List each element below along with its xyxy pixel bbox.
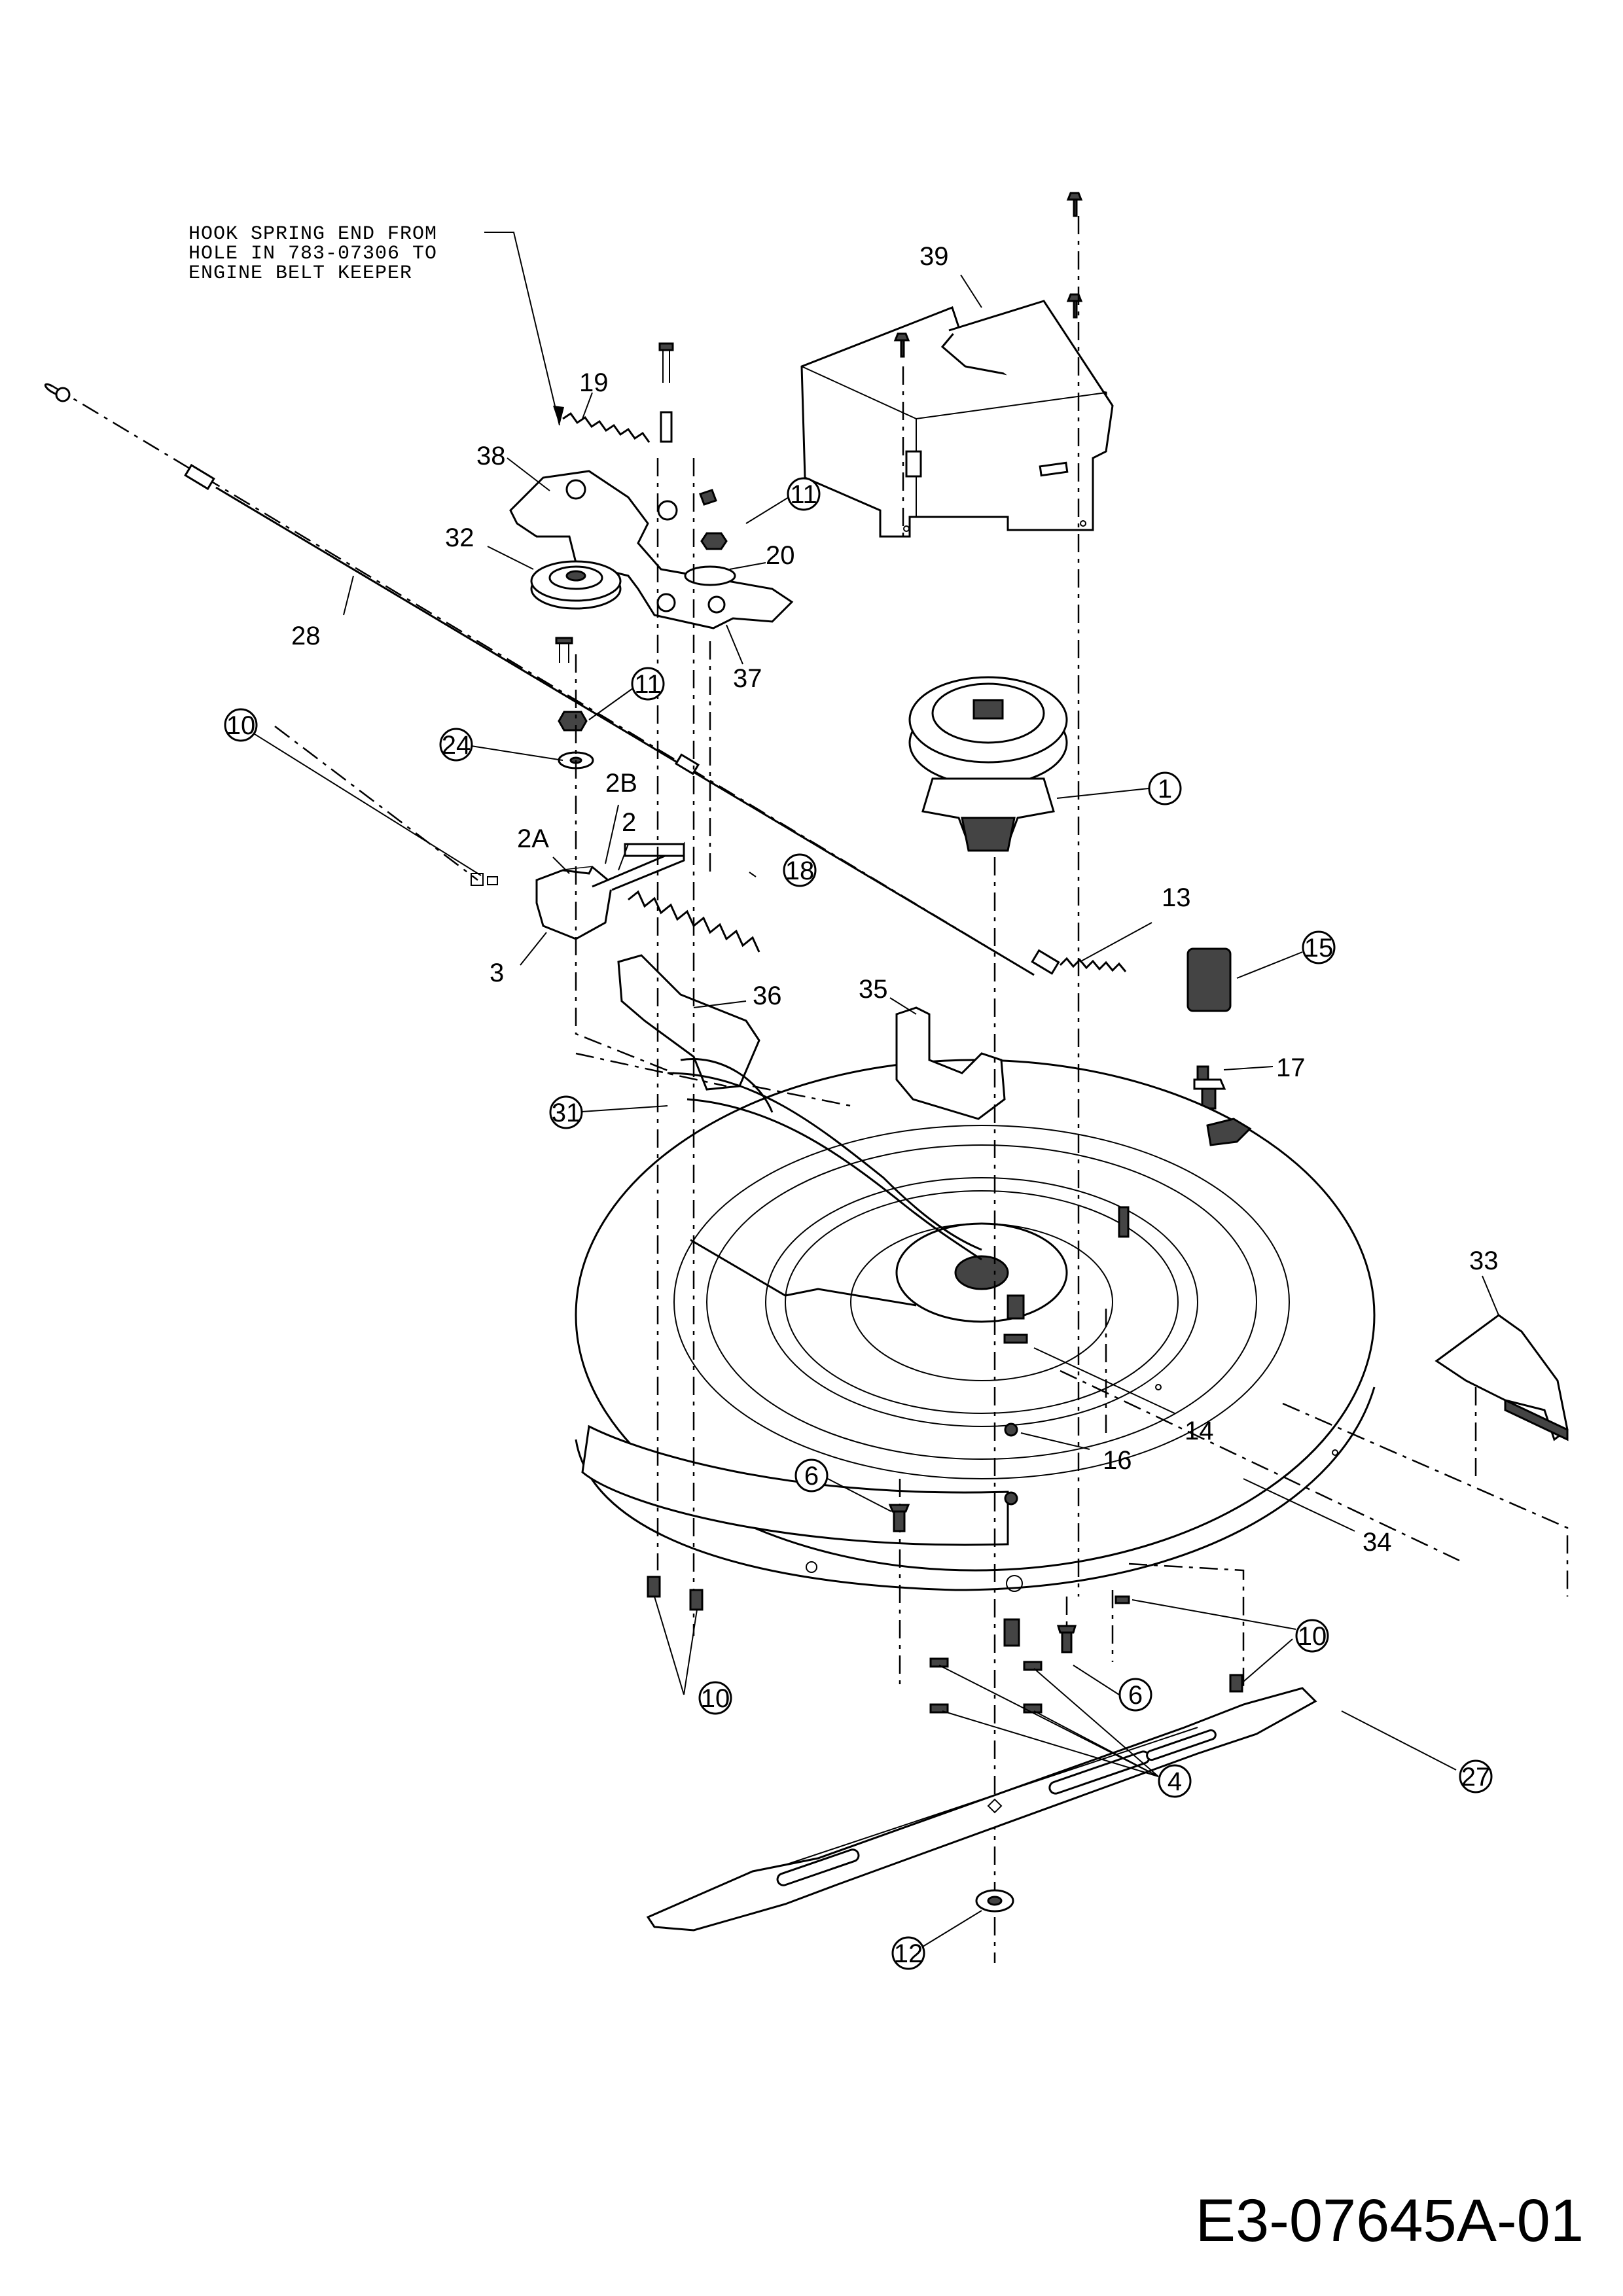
spindle-assembly bbox=[908, 676, 1068, 852]
callout-36: 36 bbox=[753, 981, 782, 1010]
callout-18: 18 bbox=[785, 857, 815, 885]
callout-circle-31 bbox=[549, 1095, 583, 1129]
callout-circle-6b bbox=[1118, 1678, 1152, 1712]
callout-circle-11b bbox=[631, 667, 665, 701]
callout-28: 28 bbox=[291, 622, 321, 650]
callout-circle-12 bbox=[891, 1936, 925, 1970]
note-arrowhead bbox=[553, 406, 564, 425]
callout-27: 27 bbox=[1461, 1763, 1491, 1792]
callout-14: 14 bbox=[1185, 1417, 1214, 1445]
note-leader-line bbox=[484, 232, 560, 426]
grease-fitting-parts bbox=[1186, 947, 1232, 1110]
callout-10c: 10 bbox=[701, 1684, 730, 1713]
callout-24: 24 bbox=[442, 731, 471, 760]
lower-hardware bbox=[647, 1504, 1243, 1714]
callout-16: 16 bbox=[1103, 1446, 1132, 1475]
callout-20: 20 bbox=[766, 541, 795, 570]
callout-4: 4 bbox=[1168, 1767, 1182, 1796]
engagement-bracket bbox=[274, 726, 760, 953]
belt-cover bbox=[800, 300, 1114, 538]
callouts: 39 19 38 11 20 32 37 28 11 10 24 2B 2 2A… bbox=[224, 242, 1499, 1970]
callout-6a: 6 bbox=[804, 1462, 819, 1491]
callout-15: 15 bbox=[1304, 934, 1334, 963]
callout-12: 12 bbox=[894, 1939, 923, 1968]
callout-34: 34 bbox=[1363, 1528, 1392, 1557]
callout-6b: 6 bbox=[1128, 1681, 1143, 1710]
leader-lines bbox=[241, 274, 1499, 1947]
callout-35: 35 bbox=[859, 975, 888, 1004]
assembly-note: HOOK SPRING END FROM HOLE IN 783-07306 T… bbox=[188, 223, 564, 426]
callout-13: 13 bbox=[1162, 883, 1191, 912]
callout-33: 33 bbox=[1469, 1246, 1499, 1275]
cover-screws bbox=[893, 192, 1083, 358]
callout-1: 1 bbox=[1158, 775, 1172, 804]
drawing-code: E3-07645A-01 bbox=[1196, 2187, 1584, 2254]
callout-2: 2 bbox=[622, 808, 636, 837]
callout-2a: 2A bbox=[517, 824, 549, 853]
callout-31: 31 bbox=[552, 1099, 581, 1127]
mower-deck bbox=[575, 954, 1569, 1592]
callout-circle-11a bbox=[787, 477, 821, 511]
callout-19: 19 bbox=[579, 368, 609, 397]
callout-32: 32 bbox=[445, 523, 474, 552]
callout-3: 3 bbox=[490, 959, 504, 987]
callout-circle-10a bbox=[224, 708, 258, 742]
cover-slot-left bbox=[905, 450, 922, 478]
callout-circle-6a bbox=[794, 1458, 829, 1492]
callout-37: 37 bbox=[733, 664, 762, 693]
callout-39: 39 bbox=[919, 242, 949, 271]
note-line-1: HOOK SPRING END FROM bbox=[188, 223, 437, 245]
callout-17: 17 bbox=[1276, 1053, 1306, 1082]
callout-circle-10b bbox=[1295, 1619, 1329, 1653]
callout-38: 38 bbox=[476, 442, 506, 470]
mower-blade bbox=[646, 1687, 1317, 1932]
note-line-3: ENGINE BELT KEEPER bbox=[188, 262, 412, 285]
callout-circle-10c bbox=[698, 1681, 732, 1715]
cover-slot-right bbox=[1039, 461, 1069, 477]
callout-11b: 11 bbox=[634, 670, 662, 699]
callout-2b: 2B bbox=[605, 769, 637, 798]
callout-10a: 10 bbox=[226, 711, 256, 740]
control-cable bbox=[44, 383, 1127, 976]
callout-circle-1 bbox=[1148, 771, 1182, 805]
callout-circle-15 bbox=[1302, 930, 1336, 964]
callout-11a: 11 bbox=[790, 480, 817, 509]
idler-bracket-assembly bbox=[509, 342, 794, 663]
callout-circle-4 bbox=[1158, 1764, 1192, 1798]
callout-circle-18 bbox=[783, 853, 817, 887]
callout-circle-27 bbox=[1459, 1759, 1493, 1793]
callout-circle-24 bbox=[439, 728, 473, 762]
construction-lines bbox=[575, 216, 1569, 1963]
callout-10b: 10 bbox=[1298, 1622, 1327, 1651]
note-line-2: HOLE IN 783-07306 TO bbox=[188, 243, 437, 265]
